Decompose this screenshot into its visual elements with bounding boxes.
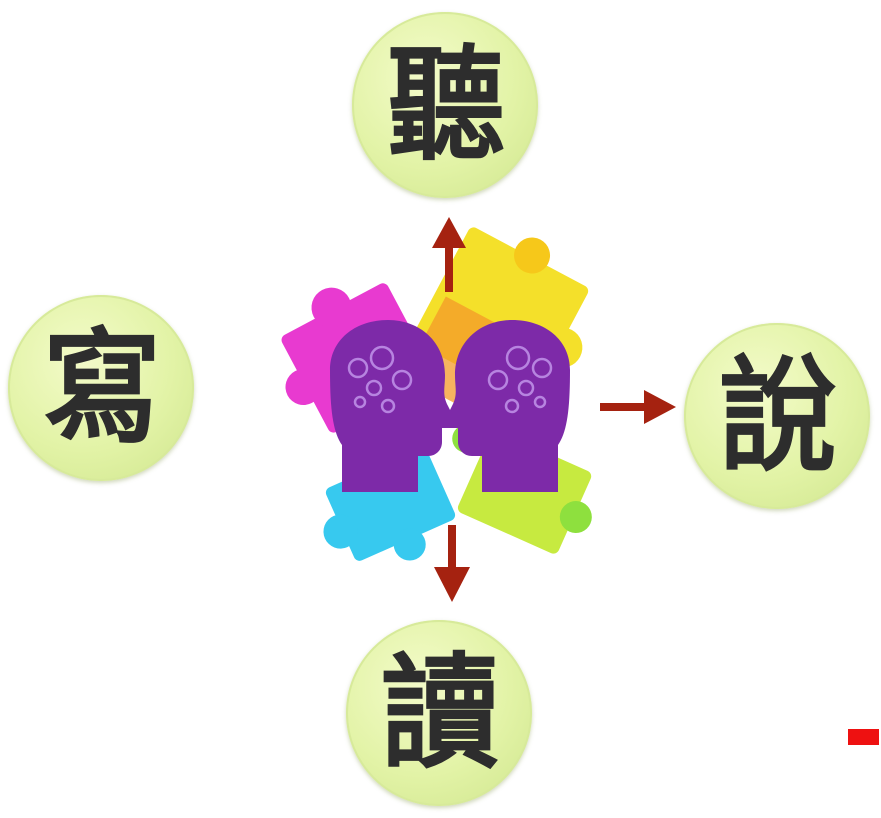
speak-label: 說 [718, 342, 837, 489]
write-node: 寫 [8, 295, 194, 481]
write-label: 寫 [42, 314, 161, 461]
two-heads-puzzle-icon [281, 227, 592, 561]
red-marker [848, 729, 879, 745]
head-left [330, 320, 457, 492]
read-node: 讀 [346, 620, 532, 806]
read-label: 讀 [380, 639, 499, 786]
head-right [443, 320, 570, 492]
arrow-right [600, 390, 676, 424]
arrow-down [434, 525, 470, 602]
arrow-up [432, 217, 466, 292]
listen-label: 聽 [386, 31, 505, 178]
speak-node: 說 [684, 323, 870, 509]
listen-node: 聽 [352, 12, 538, 198]
